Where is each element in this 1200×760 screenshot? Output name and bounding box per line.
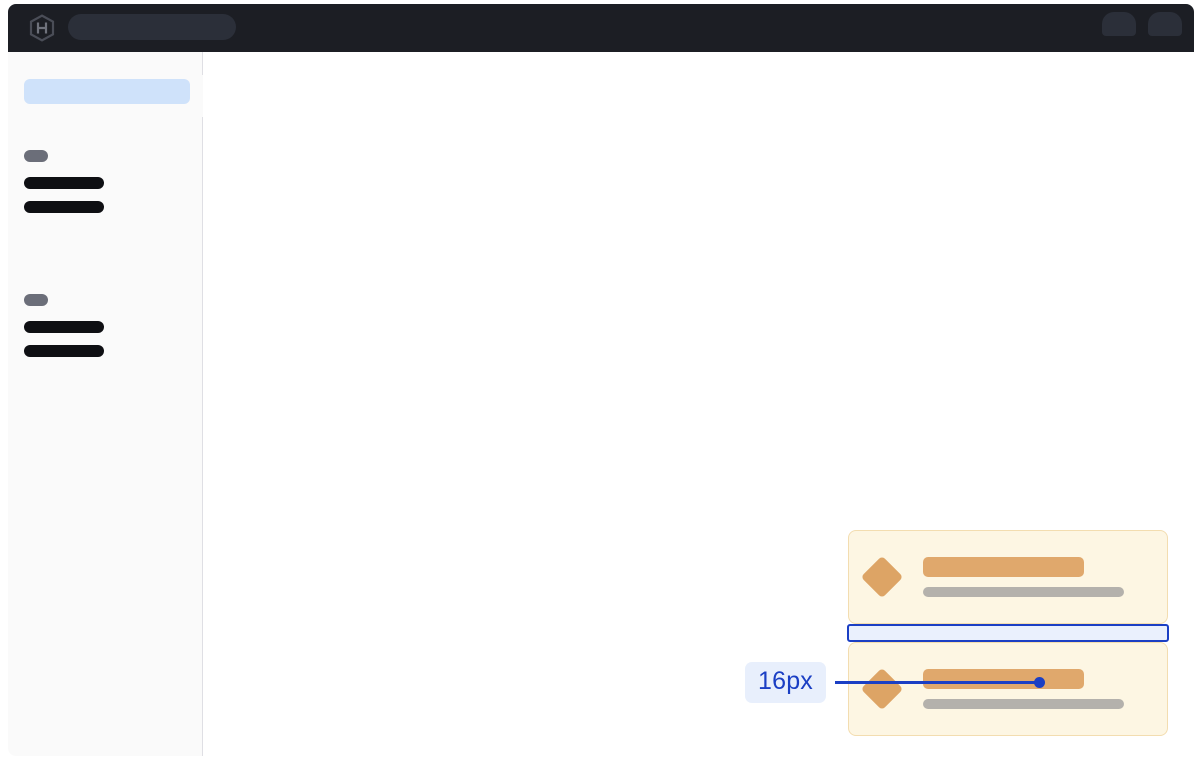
card-subtitle-placeholder: [923, 587, 1124, 597]
search-input[interactable]: [68, 14, 236, 40]
card-subtitle-placeholder: [923, 699, 1124, 709]
top-bar: [8, 4, 1194, 52]
sidebar-item-placeholder[interactable]: [24, 201, 104, 213]
sidebar-group-label: [24, 150, 48, 162]
measurement-value-label: 16px: [745, 661, 827, 703]
menu-placeholder-icon[interactable]: [1148, 12, 1182, 36]
card-title-placeholder: [923, 557, 1084, 577]
card-text-lines: [923, 557, 1149, 597]
card-item[interactable]: [848, 530, 1168, 624]
hexagon-h-logo-icon[interactable]: [28, 14, 56, 42]
sidebar-group-2: [24, 294, 104, 369]
sidebar-group-1: [24, 150, 104, 225]
card-item[interactable]: [848, 642, 1168, 736]
main-content: 16px: [203, 52, 1194, 756]
diamond-icon: [860, 555, 904, 599]
avatar-placeholder-icon[interactable]: [1102, 12, 1136, 36]
sidebar-item-active[interactable]: [24, 79, 190, 104]
topbar-actions: [1102, 12, 1182, 36]
measurement-leader-line: [835, 680, 1038, 684]
measurement-annotation: 16px: [745, 661, 1046, 703]
sidebar-item-placeholder[interactable]: [24, 177, 104, 189]
card-stack: [847, 530, 1169, 736]
sidebar-item-placeholder[interactable]: [24, 321, 104, 333]
sidebar-item-placeholder[interactable]: [24, 345, 104, 357]
body-area: 16px: [8, 52, 1194, 756]
sidebar: [8, 52, 218, 756]
sidebar-group-label: [24, 294, 48, 306]
gap-measurement-highlight: [847, 624, 1169, 642]
measurement-anchor-dot-icon: [1034, 676, 1046, 688]
